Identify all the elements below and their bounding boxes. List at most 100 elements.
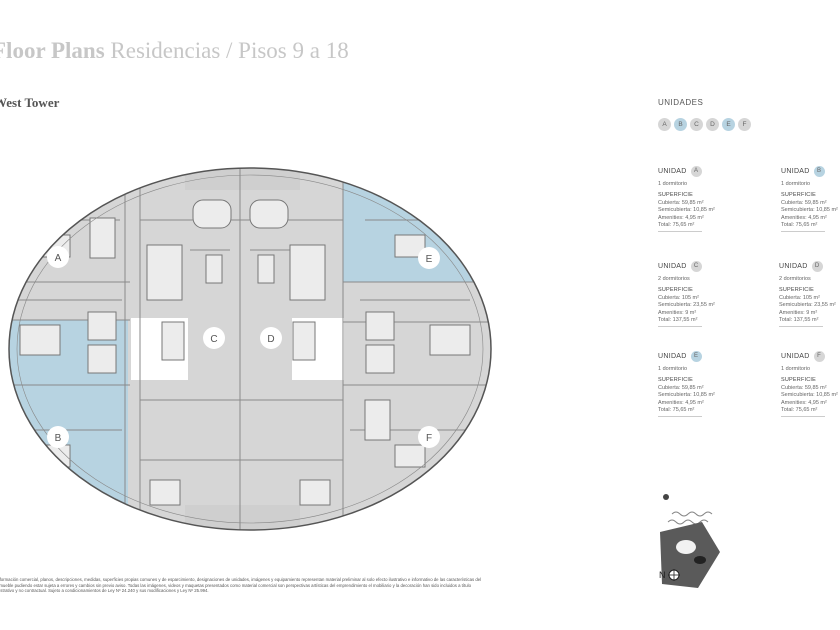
- floor-plan: A B C D E F: [8, 167, 492, 531]
- unit-card-surface-title: SUPERFICIE: [658, 377, 694, 384]
- unit-card-rule: [658, 231, 702, 233]
- unit-card-line: Semicubierta: 10,85 m²: [781, 207, 838, 214]
- unit-marker-d-label: D: [267, 334, 274, 345]
- page-title-rest: Residencias / Pisos 9 a 18: [104, 38, 349, 63]
- unit-card-rooms: 2 dormitorios: [658, 276, 690, 282]
- terrace: [185, 168, 300, 190]
- units-title: UNIDADES: [658, 98, 704, 107]
- unit-card-surface-title: SUPERFICIE: [779, 287, 815, 294]
- site-plan: N: [659, 494, 720, 588]
- unit-marker-c: [203, 327, 225, 349]
- unit-marker-a-label: A: [55, 253, 62, 264]
- unit-marker-e: [418, 247, 440, 269]
- unit-card-rooms: 2 dormitorios: [779, 276, 811, 282]
- legend-unit-f[interactable]: F: [738, 118, 751, 131]
- unit-card-surface-title: SUPERFICIE: [781, 377, 817, 384]
- unit-card-line: Total: 75,65 m²: [658, 407, 695, 414]
- unit-marker-f: [418, 426, 440, 448]
- page-title-bold: Floor Plans: [0, 38, 105, 63]
- unit-card-line: Semicubierta: 23,55 m²: [779, 302, 836, 309]
- unit-card-line: Total: 75,65 m²: [781, 222, 818, 229]
- unit-card-rooms: 1 dormitorio: [658, 181, 688, 187]
- unit-card-rooms: 1 dormitorio: [658, 366, 688, 372]
- legend-unit-b[interactable]: B: [674, 118, 687, 131]
- unit-card-line: Amenities: 4,95 m²: [658, 399, 704, 406]
- unit-card-label: UNIDAD: [779, 262, 808, 270]
- unit-card-line: Total: 137,55 m²: [779, 317, 819, 324]
- unit-card-line: Amenities: 9 m²: [779, 309, 818, 316]
- unit-card-line: Total: 75,65 m²: [658, 222, 695, 229]
- unit-card-line: Semicubierta: 10,85 m²: [658, 392, 715, 399]
- unit-card-label: UNIDAD: [658, 167, 687, 175]
- tower-subtitle: West Tower: [0, 95, 60, 110]
- unit-card-line: Amenities: 9 m²: [658, 309, 697, 316]
- unit-card-label: UNIDAD: [781, 167, 810, 175]
- unit-card-surface-title: SUPERFICIE: [658, 192, 694, 199]
- unit-card-line: Cubierta: 105 m²: [779, 294, 820, 301]
- water-wave-icon: [671, 511, 713, 517]
- unit-card-line: Amenities: 4,95 m²: [781, 399, 827, 406]
- unit-marker-d: [260, 327, 282, 349]
- north-label: N: [659, 570, 666, 580]
- page-title: Floor Plans Residencias / Pisos 9 a 18: [0, 38, 349, 64]
- unit-card-rule: [781, 416, 825, 418]
- unit-card-line: Cubierta: 105 m²: [658, 294, 699, 301]
- legend-unit-d[interactable]: D: [706, 118, 719, 131]
- unit-marker-c-label: C: [210, 334, 217, 345]
- unit-card-line: Amenities: 4,95 m²: [781, 214, 827, 221]
- unit-card-rooms: 1 dormitorio: [781, 366, 811, 372]
- unit-marker-b: [47, 426, 69, 448]
- unit-card-surface-title: SUPERFICIE: [781, 192, 817, 199]
- unit-marker-a: [47, 246, 69, 268]
- unit-card-letter: E: [690, 351, 702, 362]
- site-block: [660, 522, 720, 588]
- unit-card-line: Semicubierta: 10,85 m²: [658, 207, 715, 214]
- terrace-south: [185, 505, 300, 530]
- water-wave-icon: [667, 519, 709, 525]
- unit-card-letter: A: [690, 166, 702, 177]
- legend-unit-a[interactable]: A: [658, 118, 671, 131]
- unit-card-label: UNIDAD: [781, 352, 810, 360]
- unit-card-rule: [779, 326, 823, 328]
- unit-card-line: Semicubierta: 23,55 m²: [658, 302, 715, 309]
- unit-card-rooms: 1 dormitorio: [781, 181, 811, 187]
- unit-card-line: Semicubierta: 10,85 m²: [781, 392, 838, 399]
- unit-marker-b-label: B: [55, 433, 62, 444]
- legend-unit-e[interactable]: E: [722, 118, 735, 131]
- legal-disclaimer: Información comercial, planos, descripci…: [0, 577, 482, 594]
- legend-unit-c[interactable]: C: [690, 118, 703, 131]
- site-marker-dot: [663, 494, 669, 500]
- unit-card-label: UNIDAD: [658, 352, 687, 360]
- tower-outline: [8, 167, 492, 531]
- unit-card-line: Cubierta: 59,85 m²: [781, 384, 827, 391]
- unit-markers: A B C D E F: [47, 246, 440, 448]
- unit-card-line: Amenities: 4,95 m²: [658, 214, 704, 221]
- unit-card-line: Total: 137,55 m²: [658, 317, 698, 324]
- unit-card-line: Total: 75,65 m²: [781, 407, 818, 414]
- unit-card-line: Cubierta: 59,85 m²: [658, 199, 704, 206]
- unit-card-letter: D: [811, 261, 823, 272]
- unit-card-letter: B: [813, 166, 825, 177]
- unit-marker-e-label: E: [426, 254, 433, 265]
- unit-card-line: Cubierta: 59,85 m²: [781, 199, 827, 206]
- tower-footprint: [676, 540, 696, 554]
- tower-footprint-east: [694, 556, 706, 564]
- unit-card-rule: [781, 231, 825, 233]
- unit-card-label: UNIDAD: [658, 262, 687, 270]
- unit-card-rule: [658, 326, 702, 328]
- unit-card-letter: F: [813, 351, 825, 362]
- unit-card-rule: [658, 416, 702, 418]
- unit-card-surface-title: SUPERFICIE: [658, 287, 694, 294]
- unit-card-line: Cubierta: 59,85 m²: [658, 384, 704, 391]
